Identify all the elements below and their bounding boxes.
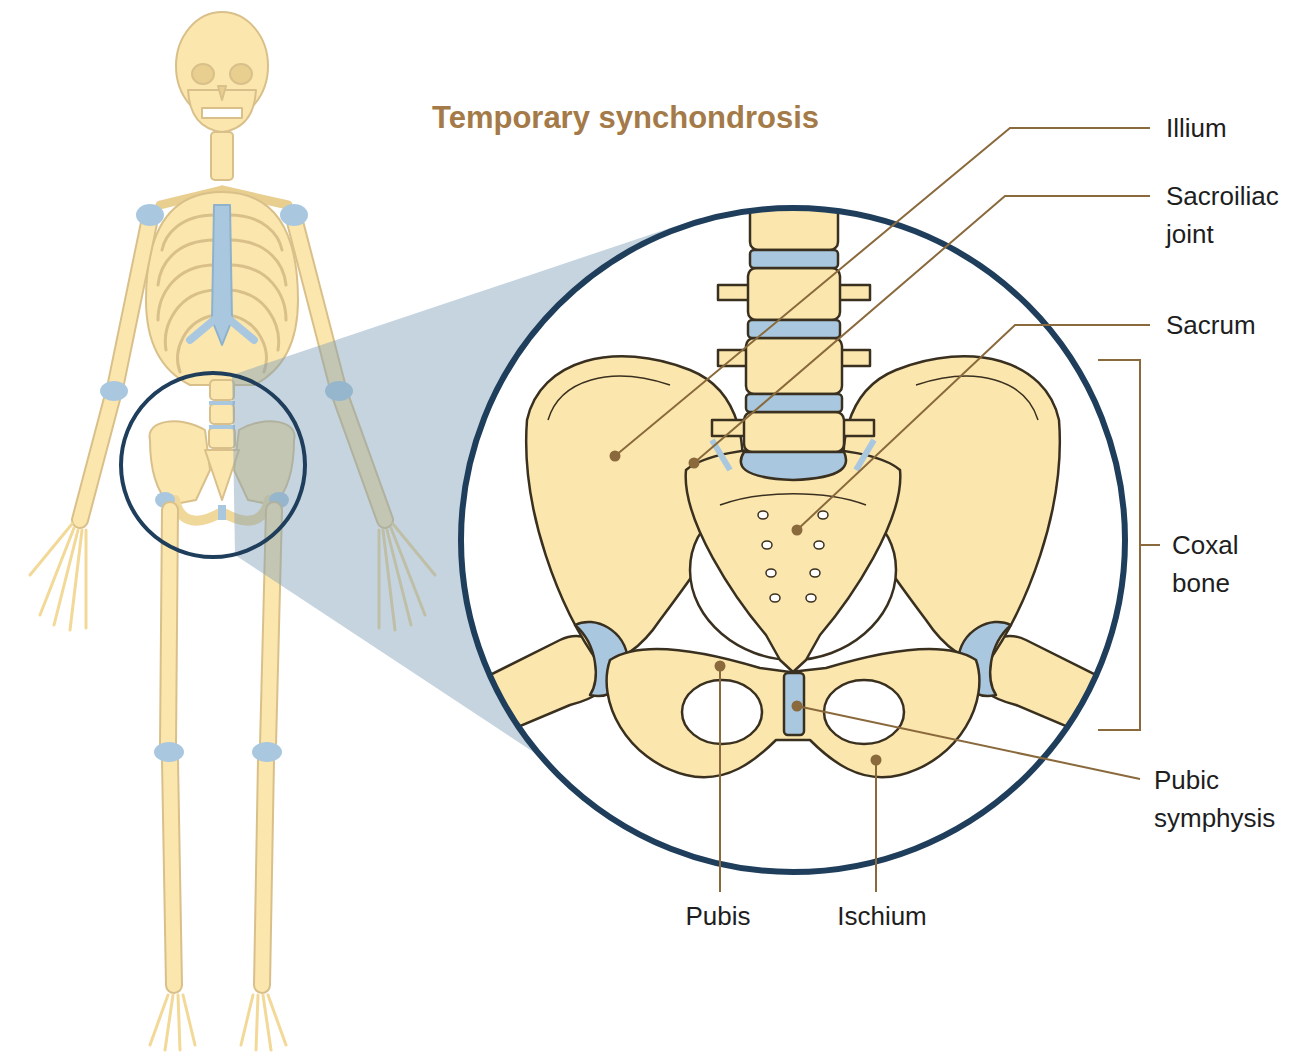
leader-lines: [797, 325, 1150, 530]
skeleton-figure: [211, 132, 233, 180]
skeleton-figure: [209, 401, 235, 405]
skeleton-figure: [150, 421, 210, 505]
leader-dots: [871, 755, 882, 766]
part-label: Pubic symphysis: [1154, 761, 1294, 837]
leader-dots: [715, 661, 726, 672]
pelvis-detail: [784, 673, 804, 735]
pelvis-detail: [741, 452, 846, 480]
pelvis-detail: [770, 594, 780, 602]
skeleton-limbs: [115, 218, 150, 388]
skeleton-limbs: [115, 218, 150, 388]
pelvis-detail: [758, 511, 828, 602]
skeleton-limbs: [252, 742, 282, 762]
pelvis-detail: [810, 569, 820, 577]
pelvis-detail: [766, 569, 776, 577]
part-label: Pubis: [685, 897, 750, 935]
pelvis-detail: [720, 494, 866, 505]
skeleton-limbs: [262, 760, 266, 985]
pelvis-detail: [686, 448, 901, 673]
pelvis-detail: [741, 250, 846, 480]
skeleton-figure: [209, 428, 235, 448]
bracket-label: Coxal bone: [1172, 526, 1284, 602]
pelvis-detail: [806, 594, 816, 602]
pelvis-detail: [746, 394, 842, 412]
leader-lines: [1098, 360, 1160, 730]
skeleton-figure: [210, 380, 234, 400]
leader-dots: [792, 525, 803, 536]
leader-dots: [792, 701, 803, 712]
leader-lines: [719, 666, 721, 892]
skeleton-limbs: [280, 204, 308, 226]
part-label: Ischium: [837, 897, 927, 935]
skeleton-figure: [209, 425, 235, 429]
pelvis-detail: [440, 200, 1146, 777]
skeleton-figure: [158, 240, 215, 285]
skeleton-limbs: [100, 381, 128, 401]
skeleton-figure: [190, 320, 254, 340]
skeleton-figure: [230, 64, 252, 84]
skeleton-figure: [192, 64, 214, 84]
pelvis-detail: [746, 338, 842, 394]
pelvis-detail: [814, 541, 824, 549]
leader-lines: [615, 128, 1150, 456]
skeleton-limbs: [154, 742, 184, 762]
skeleton-limbs: [170, 760, 174, 985]
part-label: Sacrum: [1166, 306, 1256, 344]
skeleton-figure: [146, 192, 298, 385]
pelvis-detail: [824, 680, 904, 744]
leader-lines: [797, 706, 1140, 779]
leader-dots: [689, 458, 700, 469]
skeleton-limbs: [30, 524, 86, 630]
pelvis-detail: [748, 268, 840, 320]
skeleton-limbs: [80, 395, 113, 520]
skeleton-figure: [218, 86, 226, 100]
pelvis-detail: [916, 376, 1038, 420]
leader-dots: [610, 451, 621, 462]
skeleton-figure: [229, 240, 286, 285]
pelvis-detail: [758, 511, 768, 519]
leader-lines: [875, 760, 877, 892]
part-label: Sacroiliac joint: [1166, 177, 1298, 253]
diagram-title: Temporary synchondrosis: [432, 99, 819, 137]
skeleton-limbs: [170, 760, 174, 985]
skeleton-limbs: [80, 395, 113, 520]
pelvis-detail: [682, 680, 762, 744]
skeleton-limbs: [150, 995, 195, 1050]
pelvis-detail: [762, 541, 772, 549]
leader-lines: [615, 128, 1160, 892]
pelvis-detail: [548, 376, 670, 420]
skeleton-limbs: [262, 760, 266, 985]
pelvis-detail: [744, 412, 844, 452]
skeleton-limbs: [136, 204, 164, 226]
zoom-source-ring: [121, 373, 305, 557]
skeleton-figure: [202, 108, 242, 118]
pelvis-detail: [750, 250, 838, 268]
part-label: Illium: [1166, 109, 1227, 147]
skeleton-limbs: [241, 995, 286, 1050]
pelvis-detail: [712, 200, 874, 452]
skeleton-figure: [210, 404, 234, 424]
leader-lines: [694, 196, 1150, 463]
leader-dots: [610, 451, 882, 766]
skeleton-figure: [218, 505, 226, 520]
pelvis-detail: [818, 511, 828, 519]
